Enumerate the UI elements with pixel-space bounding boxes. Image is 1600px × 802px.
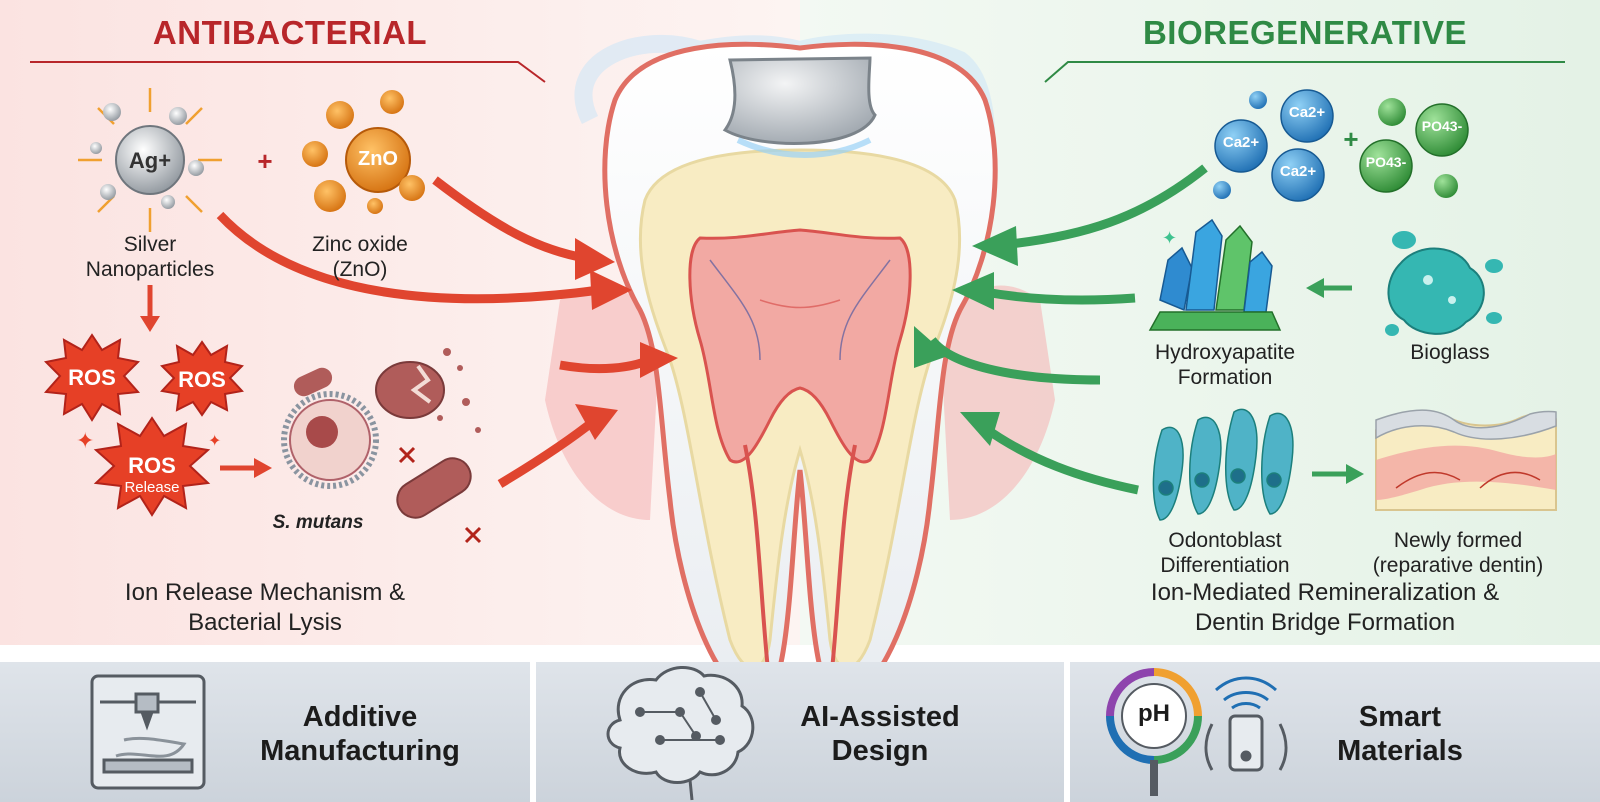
- bioregenerative-caption: Ion-Mediated Remineralization & Dentin B…: [1150, 579, 1500, 636]
- smart-materials-label: Smart Materials: [1337, 701, 1463, 767]
- ai-assisted-design-label: AI-Assisted Design: [800, 701, 960, 767]
- silver-nanoparticle-icon: [78, 88, 222, 232]
- svg-text:✦: ✦: [1162, 228, 1177, 249]
- hydroxyapatite-crystal-icon: ✦: [1148, 218, 1282, 331]
- calcium-ion-label-1: Ca2+: [1288, 104, 1326, 121]
- ros-label-3: ROS: [128, 453, 176, 478]
- panel-additive-manufacturing: [0, 662, 530, 802]
- tooth-illustration: [545, 33, 1055, 703]
- calcium-ion-icons: [1213, 89, 1334, 202]
- antibacterial-rule: [30, 61, 546, 83]
- ros-label-2: ROS: [178, 367, 226, 392]
- ros-burst-3: [93, 416, 211, 517]
- svg-text:✦: ✦: [76, 429, 94, 454]
- plus-sign-left: +: [257, 146, 273, 176]
- plus-sign-right: +: [1343, 124, 1359, 154]
- ph-badge: pH: [1138, 700, 1170, 727]
- phosphate-ion-icons: [1359, 98, 1469, 198]
- ros-burst-2: [160, 340, 244, 417]
- dentin-label: Newly formed (reparative dentin): [1372, 529, 1544, 577]
- zno-symbol: ZnO: [358, 148, 398, 170]
- reparative-dentin-icon: [1375, 409, 1557, 511]
- svg-text:✦: ✦: [208, 431, 221, 450]
- antibacterial-caption: Ion Release Mechanism & Bacterial Lysis: [124, 579, 406, 636]
- antibacterial-arrows: [216, 176, 652, 488]
- ros-burst-1: [43, 333, 141, 422]
- ros-label-1: ROS: [68, 365, 116, 390]
- bioglass-icon: [1385, 231, 1503, 336]
- additive-manufacturing-label: Additive Manufacturing: [260, 701, 460, 767]
- bioregenerative-heading: BIOREGENERATIVE: [1142, 14, 1468, 51]
- hydroxyapatite-label: Hydroxyapatite Formation: [1154, 341, 1296, 389]
- bacteria-label: S. mutans: [272, 512, 364, 533]
- zinc-oxide-icon: [302, 90, 425, 214]
- odontoblast-cells-icon: [1152, 408, 1294, 521]
- silver-symbol: Ag+: [128, 148, 172, 173]
- calcium-ion-label-3: Ca2+: [1279, 163, 1317, 180]
- odontoblast-label: Odontoblast Differentiation: [1160, 529, 1290, 577]
- bioregenerative-arrows: [928, 164, 1208, 495]
- bioglass-label: Bioglass: [1410, 341, 1490, 364]
- phosphate-ion-label-2: PO43-: [1365, 154, 1407, 170]
- bacteria-icon: [281, 348, 482, 544]
- antibacterial-heading: ANTIBACTERIAL: [152, 14, 428, 51]
- bioregenerative-rule: [1044, 61, 1565, 83]
- zno-label: Zinc oxide (ZnO): [312, 233, 408, 281]
- phosphate-ion-label-1: PO43-: [1421, 118, 1463, 134]
- calcium-ion-label-2: Ca2+: [1222, 134, 1260, 151]
- ros-release-label: Release: [124, 479, 180, 496]
- silver-label: Silver Nanoparticles: [85, 233, 215, 281]
